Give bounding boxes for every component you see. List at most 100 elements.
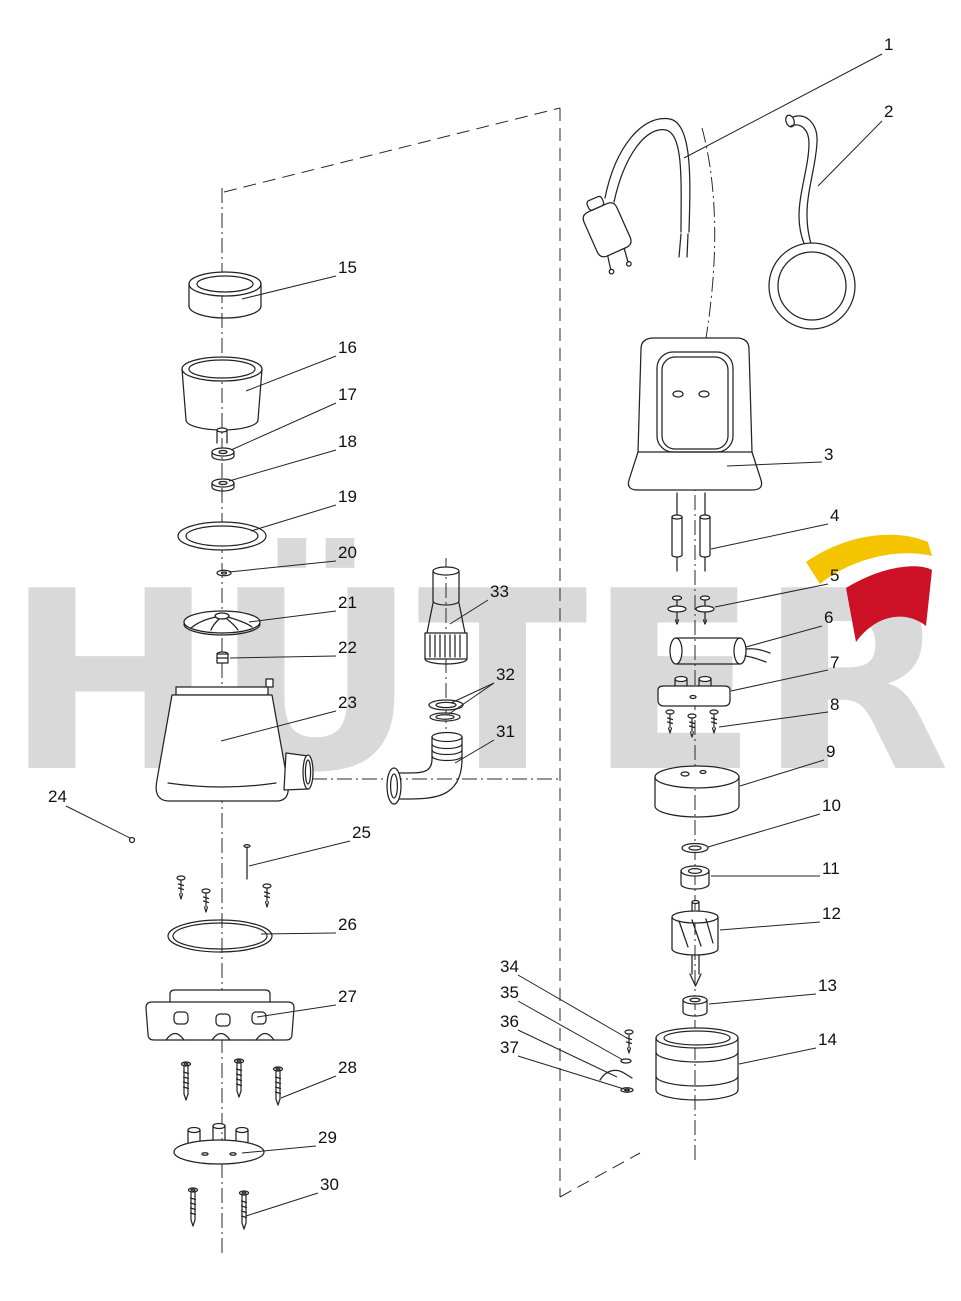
leader-line-21 [248, 610, 337, 623]
callout-34: 34 [500, 957, 519, 976]
callout-6: 6 [824, 608, 834, 627]
leader-line-19 [250, 504, 337, 532]
leader-line-23 [220, 710, 337, 742]
callout-27: 27 [338, 987, 357, 1006]
leader-line-4 [710, 523, 829, 550]
part-26-o-ring [167, 919, 273, 953]
part-29-bottom-plate [173, 1122, 265, 1165]
callout-26: 26 [338, 915, 357, 934]
part-24-point [128, 836, 136, 844]
part-1-power-cord-plug [582, 117, 691, 275]
leader-line-16 [245, 355, 337, 392]
callout-3: 3 [824, 445, 834, 464]
part-18-washer [211, 478, 235, 492]
leader-line-35 [517, 1000, 624, 1061]
leader-line-28 [280, 1075, 337, 1099]
leader-line-25 [248, 840, 351, 867]
callout-29: 29 [318, 1128, 337, 1147]
callout-18: 18 [338, 432, 357, 451]
part-6-capacitor [669, 637, 771, 665]
part-3-switch-housing [627, 337, 763, 491]
callout-25: 25 [352, 823, 371, 842]
part-2-float-cable-ring [768, 114, 856, 330]
part-22-nut [216, 651, 229, 664]
leader-line-7 [730, 669, 829, 692]
leader-line-18 [228, 449, 337, 482]
leader-lines [65, 53, 883, 1217]
callout-7: 7 [830, 653, 840, 672]
callout-20: 20 [338, 543, 357, 562]
leader-line-10 [707, 813, 821, 848]
leader-line-20 [228, 560, 337, 573]
leader-line-5 [714, 583, 829, 608]
part-35-washer [620, 1058, 632, 1064]
part-23-pump-housing [155, 678, 314, 802]
callout-21: 21 [338, 593, 357, 612]
leader-line-9 [739, 759, 825, 787]
leader-line-37 [517, 1055, 625, 1090]
part-5-screws-washers [667, 595, 715, 625]
callout-24: 24 [48, 787, 67, 806]
callout-9: 9 [826, 742, 836, 761]
callout-19: 19 [338, 487, 357, 506]
leader-line-29 [241, 1145, 317, 1154]
callout-10: 10 [822, 796, 841, 815]
leader-line-8 [718, 711, 829, 728]
leader-line-36 [517, 1029, 618, 1078]
callout-14: 14 [818, 1030, 837, 1049]
part-14-stator-housing [655, 1027, 739, 1101]
callout-2: 2 [884, 102, 894, 121]
part-9-motor-cover [654, 765, 740, 818]
leader-line-15 [241, 275, 337, 300]
leader-line-33 [449, 599, 489, 625]
cable-routing-line [701, 127, 716, 339]
leader-line-13 [708, 993, 817, 1005]
leader-line-32-2 [448, 682, 495, 715]
callout-36: 36 [500, 1012, 519, 1031]
part-7-terminal-block [657, 675, 731, 707]
leader-line-14 [738, 1047, 817, 1065]
callout-4: 4 [830, 506, 840, 525]
leader-line-32-1 [450, 682, 495, 704]
callout-13: 13 [818, 976, 837, 995]
part-25-pin [243, 843, 251, 880]
part-13-bearing [682, 995, 708, 1017]
part-15-cap [188, 271, 262, 319]
watermark-text: HÜTER [6, 538, 951, 827]
part-17-washer [211, 447, 235, 461]
part-4-bolts [671, 492, 711, 572]
callout-1: 1 [884, 35, 894, 54]
callout-35: 35 [500, 983, 519, 1002]
leader-line-1 [683, 53, 883, 159]
callout-32: 32 [496, 665, 515, 684]
part-31-elbow-fitting [386, 731, 463, 805]
leader-line-6 [745, 625, 823, 648]
part-21-impeller [183, 610, 261, 636]
leader-line-31 [454, 739, 495, 764]
callout-16: 16 [338, 338, 357, 357]
part-30-screws [187, 1187, 250, 1230]
callout-8: 8 [830, 695, 840, 714]
callout-31: 31 [496, 722, 515, 741]
callout-15: 15 [338, 258, 357, 277]
leader-line-22 [229, 655, 337, 659]
housing-screws [176, 875, 272, 913]
boundary-line-bottom [559, 1152, 641, 1198]
leader-line-12 [719, 921, 821, 931]
leader-line-26 [260, 932, 337, 935]
part-20-washer [216, 569, 232, 577]
leader-line-27 [256, 1004, 337, 1018]
part-27-base-strainer [145, 989, 295, 1041]
callout-17: 17 [338, 385, 357, 404]
part-12-rotor [671, 899, 719, 987]
part-10-washer [681, 842, 709, 854]
callout-30: 30 [320, 1175, 339, 1194]
callout-37: 37 [500, 1038, 519, 1057]
callout-33: 33 [490, 582, 509, 601]
callout-12: 12 [822, 904, 841, 923]
leader-line-34 [517, 974, 628, 1039]
part-16-filter-cup [181, 356, 263, 444]
watermark-ribbon-red-icon [846, 566, 932, 642]
